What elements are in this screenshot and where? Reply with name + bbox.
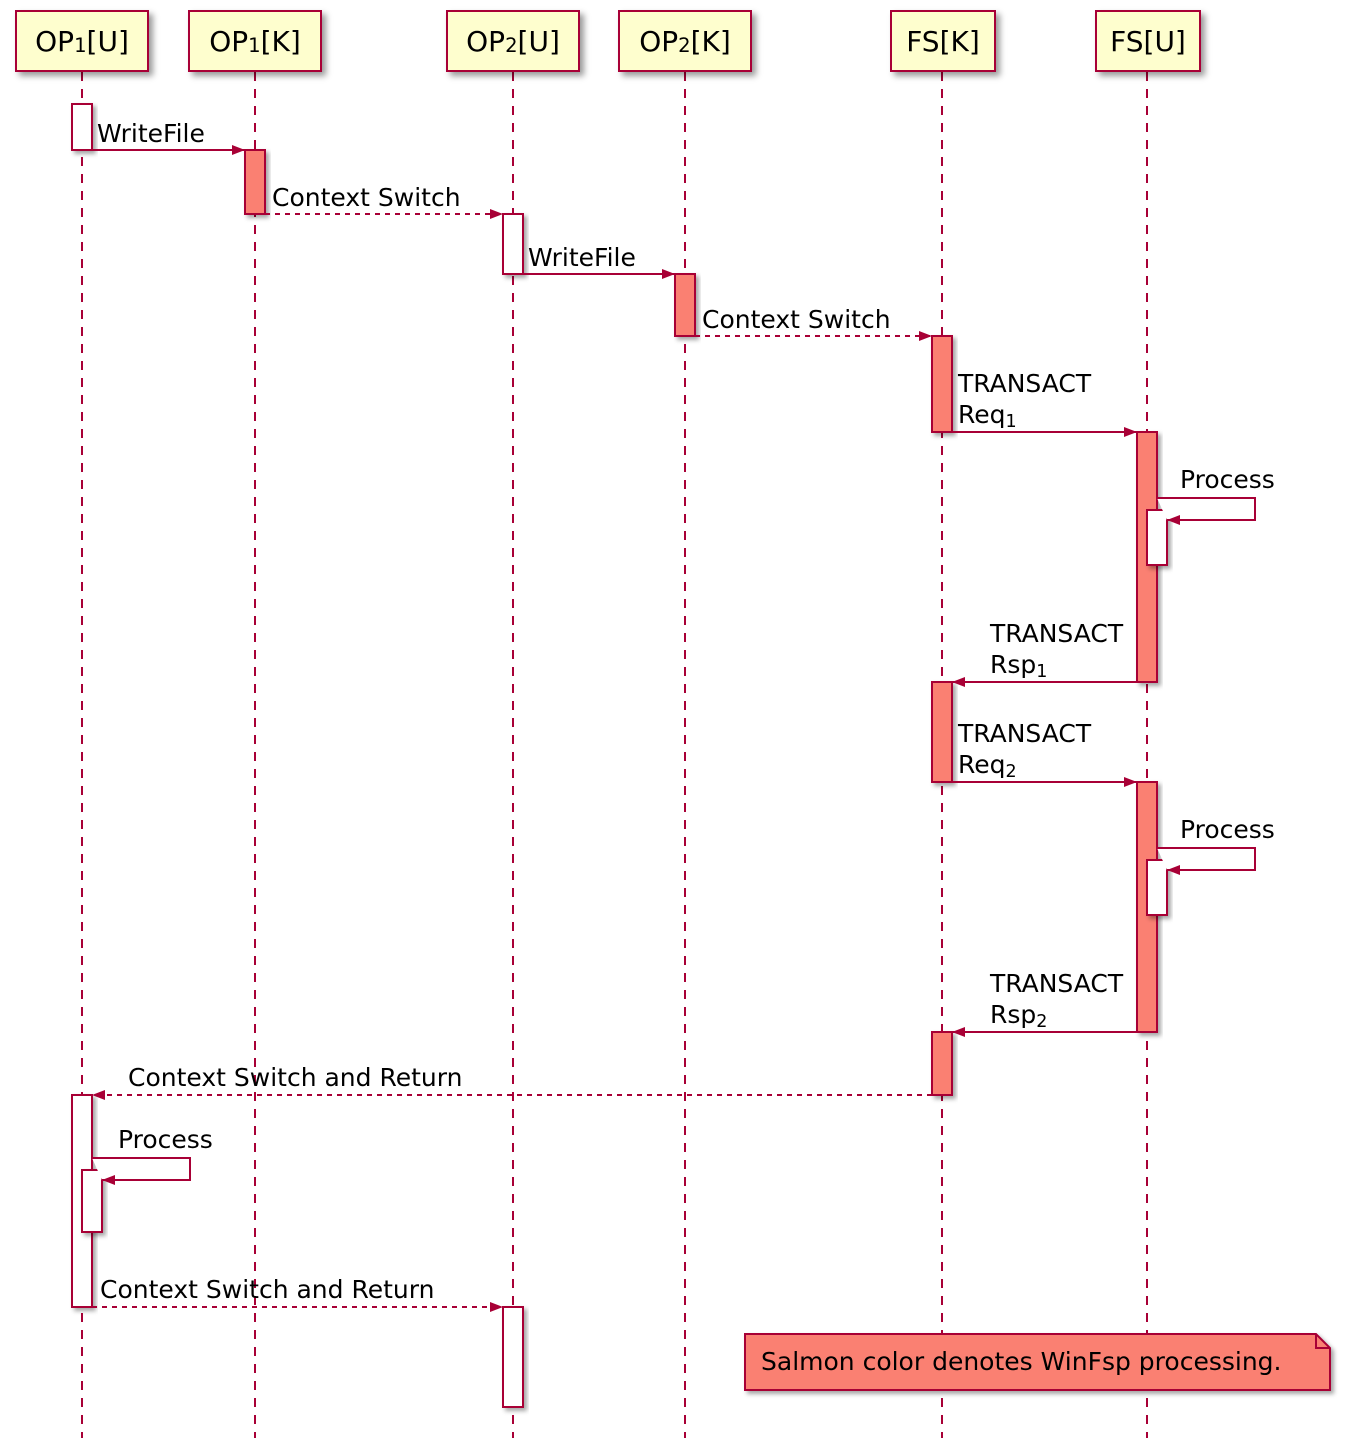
activation-fs-kernel-2 <box>931 681 953 783</box>
participant-fs-user: FS[U] <box>1095 10 1201 72</box>
message-label-subscript: 1 <box>1005 411 1017 432</box>
participant-label: FS <box>1110 24 1144 58</box>
message-label-line2-text: Req <box>958 750 1006 779</box>
participant-label-scope: [K] <box>939 24 980 58</box>
activation-op1-user-process <box>81 1169 103 1233</box>
message-label-transact-req-1: TRANSACT Req1 <box>958 368 1091 434</box>
participant-label-subscript: 2 <box>505 33 518 57</box>
activation-op1-kernel <box>244 149 266 215</box>
participant-label-scope: [K] <box>260 24 301 58</box>
note-text: Salmon color denotes WinFsp processing. <box>761 1347 1282 1376</box>
message-label-transact-req-2: TRANSACT Req2 <box>958 718 1091 784</box>
note-shape <box>744 1333 1331 1391</box>
note-fold-corner <box>1315 1334 1330 1349</box>
self-message-process-2 <box>1157 847 1256 875</box>
message-label-transact-rsp-2: TRANSACT Rsp2 <box>990 968 1123 1034</box>
participant-label-subscript: 1 <box>248 33 261 57</box>
participant-label-subscript: 1 <box>74 33 87 57</box>
participant-label: OP <box>209 24 249 58</box>
message-label-process-3: Process <box>118 1125 213 1154</box>
participant-label-scope: [U] <box>1143 24 1186 58</box>
participant-label-scope: [U] <box>86 24 129 58</box>
message-label-writefile-2: WriteFile <box>528 243 636 272</box>
participant-fs-kernel: FS[K] <box>890 10 996 72</box>
participant-label-subscript: 2 <box>678 33 691 57</box>
self-message-process-1 <box>1157 497 1256 525</box>
message-label-context-switch-2: Context Switch <box>702 305 891 334</box>
message-label-context-switch-return-1: Context Switch and Return <box>128 1063 463 1092</box>
participant-label: OP <box>35 24 75 58</box>
message-label-line2-text: Rsp <box>990 650 1037 679</box>
participant-label: OP <box>639 24 679 58</box>
message-label-line1: TRANSACT <box>958 719 1092 748</box>
message-label-context-switch-return-2: Context Switch and Return <box>100 1275 435 1304</box>
message-label-line2: Rsp2 <box>990 999 1123 1034</box>
message-label-line2: Req1 <box>958 399 1091 434</box>
activation-op1-user-start <box>71 103 93 151</box>
message-label-subscript: 2 <box>1005 761 1017 782</box>
message-label-line1: TRANSACT <box>990 619 1124 648</box>
message-label-transact-rsp-1: TRANSACT Rsp1 <box>990 618 1123 684</box>
participant-label: OP <box>466 24 506 58</box>
message-label-context-switch-1: Context Switch <box>272 183 461 212</box>
message-label-line2: Rsp1 <box>990 649 1123 684</box>
participant-label-scope: [K] <box>690 24 731 58</box>
participant-label-scope: [U] <box>517 24 560 58</box>
activation-op2-kernel <box>674 273 696 337</box>
message-label-line2-text: Rsp <box>990 1000 1037 1029</box>
activation-fs-kernel-3 <box>931 1031 953 1096</box>
participant-label: FS <box>906 24 940 58</box>
activation-fs-user-process-2 <box>1146 859 1168 916</box>
message-label-subscript: 2 <box>1036 1011 1048 1032</box>
message-label-writefile-1: WriteFile <box>97 119 205 148</box>
note-body <box>744 1333 1331 1391</box>
message-label-subscript: 1 <box>1036 661 1048 682</box>
message-label-line2-text: Req <box>958 400 1006 429</box>
message-label-process-2: Process <box>1180 815 1275 844</box>
message-label-line1: TRANSACT <box>958 369 1092 398</box>
activation-fs-kernel-1 <box>931 335 953 433</box>
activation-fs-user-process-1 <box>1146 509 1168 566</box>
message-label-process-1: Process <box>1180 465 1275 494</box>
message-label-line1: TRANSACT <box>990 969 1124 998</box>
message-label-line2: Req2 <box>958 749 1091 784</box>
activation-op2-user-return <box>502 1306 524 1408</box>
activation-op2-user <box>502 213 524 275</box>
self-message-process-3 <box>92 1157 191 1185</box>
